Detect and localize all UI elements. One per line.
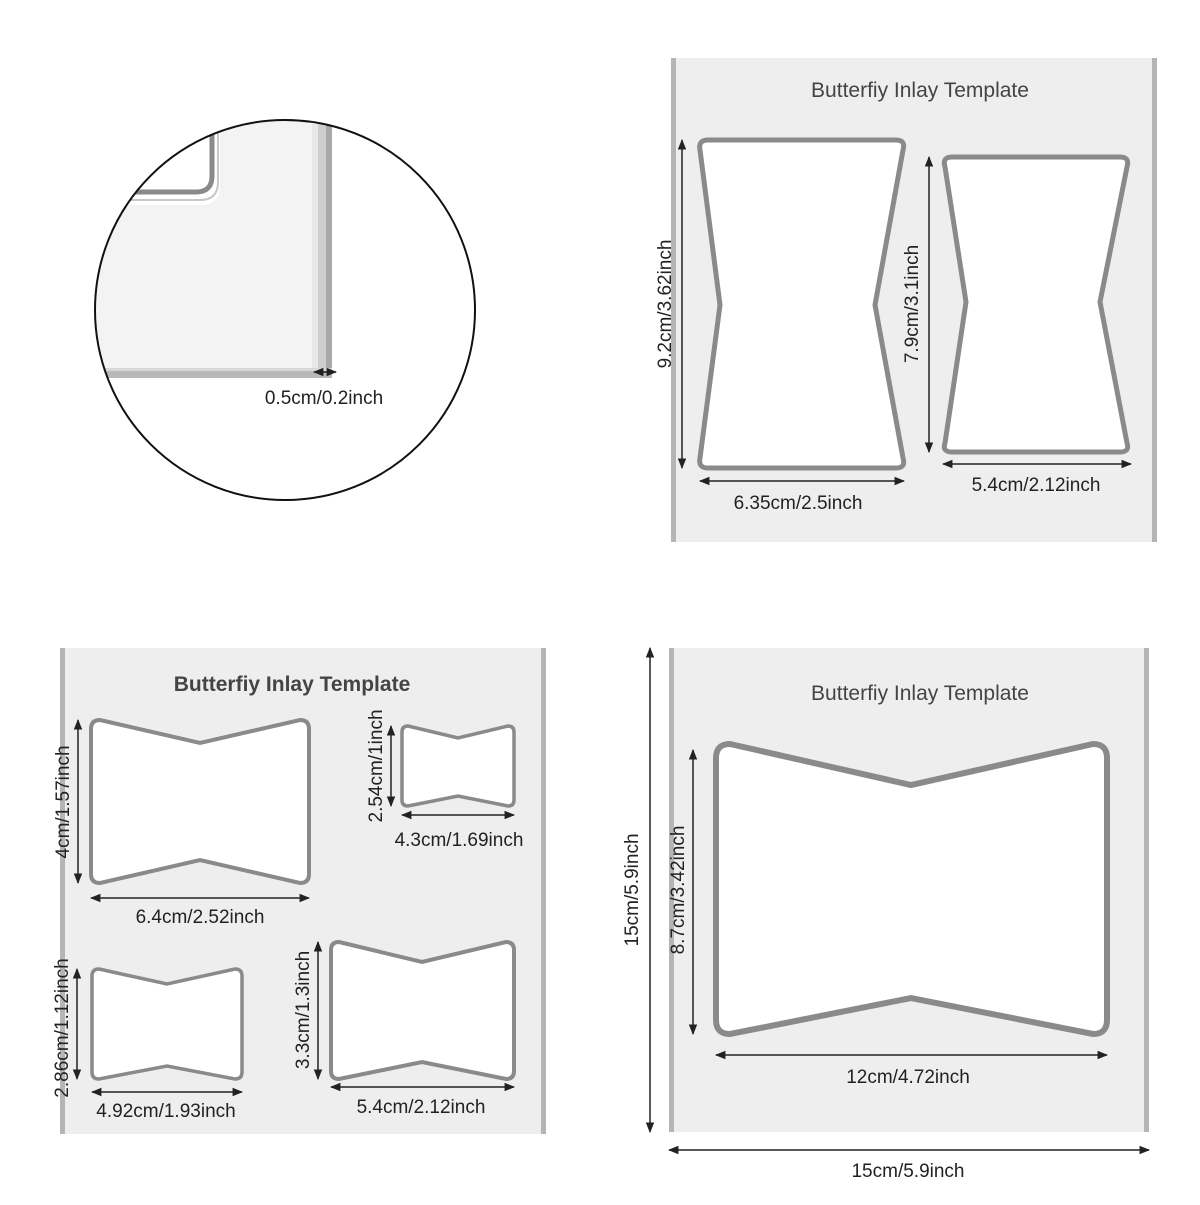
template-c-plate-height: 15cm/5.9inch	[622, 833, 643, 946]
template-a-cutout-2	[941, 154, 1131, 455]
template-a-title: Butterfiy Inlay Template	[811, 79, 1029, 102]
thickness-detail: 0.5cm/0.2inch	[94, 119, 476, 501]
template-c: Butterfiy Inlay Template 8.7cm/3.42inch …	[622, 646, 1151, 1182]
template-c-title: Butterfiy Inlay Template	[811, 682, 1029, 705]
template-c-cutout-1	[713, 740, 1110, 1038]
template-c-shape-1-height: 8.7cm/3.42inch	[668, 826, 689, 955]
thickness-label: 0.5cm/0.2inch	[265, 388, 383, 409]
template-b-shape-1-width: 6.4cm/2.52inch	[136, 907, 265, 928]
template-b-shape-2-width: 4.3cm/1.69inch	[395, 830, 524, 851]
template-b-cutout-4	[329, 939, 516, 1082]
template-b-shape-4-height: 3.3cm/1.3inch	[293, 951, 314, 1069]
template-b-shape-2-height: 2.54cm/1inch	[366, 709, 387, 822]
template-a: Butterfiy Inlay Template 9.2cm/3.62inch …	[655, 58, 1157, 542]
template-b-cutout-3	[90, 967, 244, 1081]
template-b-shape-1-height: 4cm/1.57inch	[53, 745, 74, 858]
template-c-plate-width: 15cm/5.9inch	[851, 1161, 964, 1182]
template-a-shape-1-width: 6.35cm/2.5inch	[734, 493, 863, 514]
template-a-shape-1-height: 9.2cm/3.62inch	[655, 240, 676, 369]
template-b-shape-4-width: 5.4cm/2.12inch	[357, 1097, 486, 1118]
template-a-shape-2-width: 5.4cm/2.12inch	[972, 475, 1101, 496]
template-b-cutout-1	[89, 717, 311, 886]
template-b: Butterfiy Inlay Template 4cm/1.57inch 6.…	[52, 648, 546, 1134]
template-b-shape-3-width: 4.92cm/1.93inch	[96, 1101, 235, 1122]
template-a-cutout-1	[697, 137, 907, 471]
template-a-shape-2-height: 7.9cm/3.1inch	[902, 245, 923, 363]
template-c-shape-1-width: 12cm/4.72inch	[846, 1067, 970, 1088]
template-b-shape-3-height: 2.86cm/1.12inch	[52, 958, 73, 1097]
template-b-cutout-2	[400, 724, 516, 808]
template-b-title: Butterfiy Inlay Template	[174, 673, 411, 696]
